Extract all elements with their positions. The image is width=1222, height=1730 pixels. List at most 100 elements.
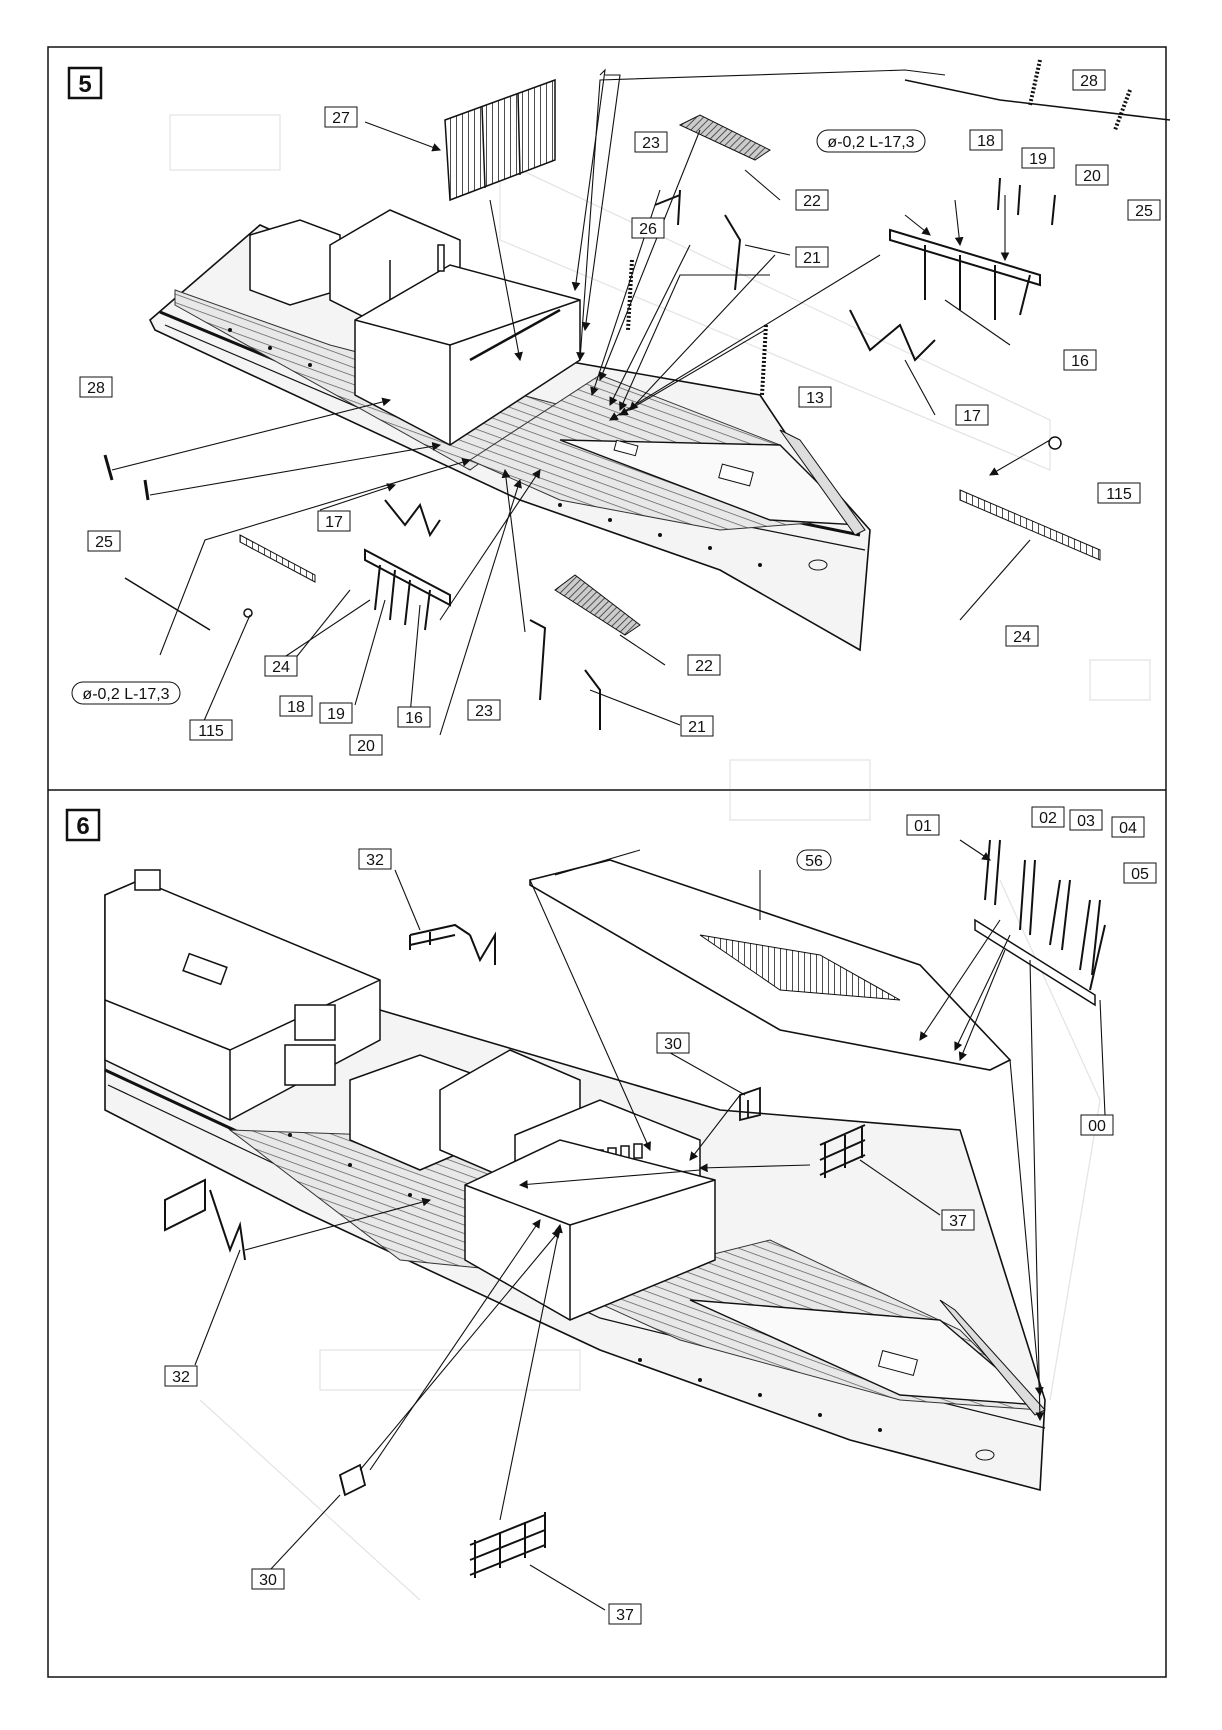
part-24-left-board xyxy=(239,534,316,583)
svg-text:5: 5 xyxy=(78,71,91,98)
label-04: 04 xyxy=(1111,816,1145,838)
label-115-left: 115 xyxy=(189,719,233,741)
part-16-right-frame xyxy=(889,228,1041,320)
part-28-top-ladder xyxy=(1028,59,1042,106)
part-115-left-ring xyxy=(243,608,253,618)
label-01: 01 xyxy=(906,814,940,836)
parts-01-05-supports xyxy=(984,839,1106,991)
svg-text:21: 21 xyxy=(688,719,706,736)
label-32-bottom: 32 xyxy=(164,1365,198,1387)
svg-text:21: 21 xyxy=(803,250,821,267)
label-37-right: 37 xyxy=(941,1209,975,1231)
leader-arrows-step-6 xyxy=(244,839,1045,1521)
part-24-right-board xyxy=(959,489,1101,561)
label-23-top: 23 xyxy=(634,131,668,153)
svg-text:37: 37 xyxy=(616,1607,634,1624)
part-16-bottom-frame xyxy=(364,548,451,631)
svg-text:24: 24 xyxy=(272,659,290,676)
svg-text:37: 37 xyxy=(949,1213,967,1230)
label-19-top: 19 xyxy=(1021,147,1055,169)
step-6-labels: 32 56 01 02 03 04 05 00 30 37 32 30 37 xyxy=(164,806,1157,1625)
label-02: 02 xyxy=(1031,806,1065,828)
svg-text:ø-0,2 L-17,3: ø-0,2 L-17,3 xyxy=(82,686,169,703)
svg-text:18: 18 xyxy=(287,699,305,716)
part-00-base xyxy=(974,918,1096,1007)
svg-text:115: 115 xyxy=(1106,486,1132,503)
label-23-bottom: 23 xyxy=(467,699,501,721)
svg-text:19: 19 xyxy=(327,706,345,723)
leader-arrows-step-5 xyxy=(111,68,1051,736)
svg-text:16: 16 xyxy=(405,710,423,727)
label-115-right: 115 xyxy=(1097,482,1141,504)
page-frame xyxy=(47,46,1167,1678)
label-37-bottom: 37 xyxy=(608,1603,642,1625)
label-24-right: 24 xyxy=(1005,625,1039,647)
superstructure-step-6 xyxy=(104,869,716,1321)
svg-text:28: 28 xyxy=(1080,73,1098,90)
svg-text:28: 28 xyxy=(87,380,105,397)
part-37-right-railing xyxy=(819,1124,866,1178)
label-05: 05 xyxy=(1123,862,1157,884)
svg-text:32: 32 xyxy=(172,1369,190,1386)
svg-text:13: 13 xyxy=(806,390,824,407)
label-20-bottom: 20 xyxy=(349,734,383,756)
label-18-top: 18 xyxy=(969,129,1003,151)
label-13: 13 xyxy=(798,386,832,408)
part-28-left-ladder xyxy=(103,454,114,481)
svg-text:01: 01 xyxy=(914,818,932,835)
svg-text:27: 27 xyxy=(332,110,350,127)
svg-text:26: 26 xyxy=(639,221,657,238)
svg-text:ø-0,2 L-17,3: ø-0,2 L-17,3 xyxy=(827,134,914,151)
label-17-mid: 17 xyxy=(317,510,351,532)
svg-text:30: 30 xyxy=(259,1572,277,1589)
label-16-right: 16 xyxy=(1063,349,1097,371)
step-5-labels: 27 28 25 ø-0,2 L-17,3 23 22 26 21 18 19 … xyxy=(71,69,1161,756)
leader-lines-step-6 xyxy=(194,869,1106,1611)
svg-text:16: 16 xyxy=(1071,353,1089,370)
label-30-top: 30 xyxy=(656,1032,690,1054)
part-32-top-railing xyxy=(409,923,496,965)
svg-text:04: 04 xyxy=(1119,820,1137,837)
svg-text:02: 02 xyxy=(1039,810,1057,827)
label-32-top: 32 xyxy=(358,848,392,870)
leader-lines-step-5 xyxy=(199,169,1031,731)
wire-top xyxy=(904,79,1171,121)
label-56: 56 xyxy=(796,849,832,871)
part-27-louver-panel xyxy=(444,78,556,202)
label-16-bottom: 16 xyxy=(397,706,431,728)
label-21-bottom: 21 xyxy=(680,715,714,737)
part-22-bottom-shape xyxy=(554,574,641,636)
part-17-mid-zigzag xyxy=(384,499,441,538)
part-30-top-frame xyxy=(739,1086,761,1122)
part-25-left-ladder xyxy=(143,479,150,501)
svg-text:23: 23 xyxy=(475,703,493,720)
label-28-left: 28 xyxy=(79,376,113,398)
superstructure-step-5 xyxy=(249,209,581,446)
svg-text:17: 17 xyxy=(963,408,981,425)
step-5-number: 5 xyxy=(67,66,103,100)
label-18-bottom: 18 xyxy=(279,695,313,717)
label-28-top: 28 xyxy=(1072,69,1106,91)
svg-text:05: 05 xyxy=(1131,866,1149,883)
label-20-top: 20 xyxy=(1075,164,1109,186)
label-wire-top: ø-0,2 L-17,3 xyxy=(816,129,926,153)
step-6-number: 6 xyxy=(65,808,101,842)
part-13-ladder xyxy=(760,324,768,396)
part-115-right-ring xyxy=(1048,436,1062,450)
svg-text:6: 6 xyxy=(76,813,89,840)
label-26: 26 xyxy=(631,217,665,239)
part-30-bottom-frame xyxy=(338,1463,367,1497)
svg-text:18: 18 xyxy=(977,133,995,150)
label-00: 00 xyxy=(1080,1114,1114,1136)
label-27: 27 xyxy=(324,106,358,128)
label-30-bottom: 30 xyxy=(251,1568,285,1590)
svg-text:00: 00 xyxy=(1088,1118,1106,1135)
label-25-top: 25 xyxy=(1127,199,1161,221)
svg-text:19: 19 xyxy=(1029,151,1047,168)
part-56-deck xyxy=(529,849,1012,1071)
svg-text:24: 24 xyxy=(1013,629,1031,646)
label-wire-bottom: ø-0,2 L-17,3 xyxy=(71,681,181,705)
svg-text:115: 115 xyxy=(198,723,224,740)
wire-bottom xyxy=(124,577,211,631)
